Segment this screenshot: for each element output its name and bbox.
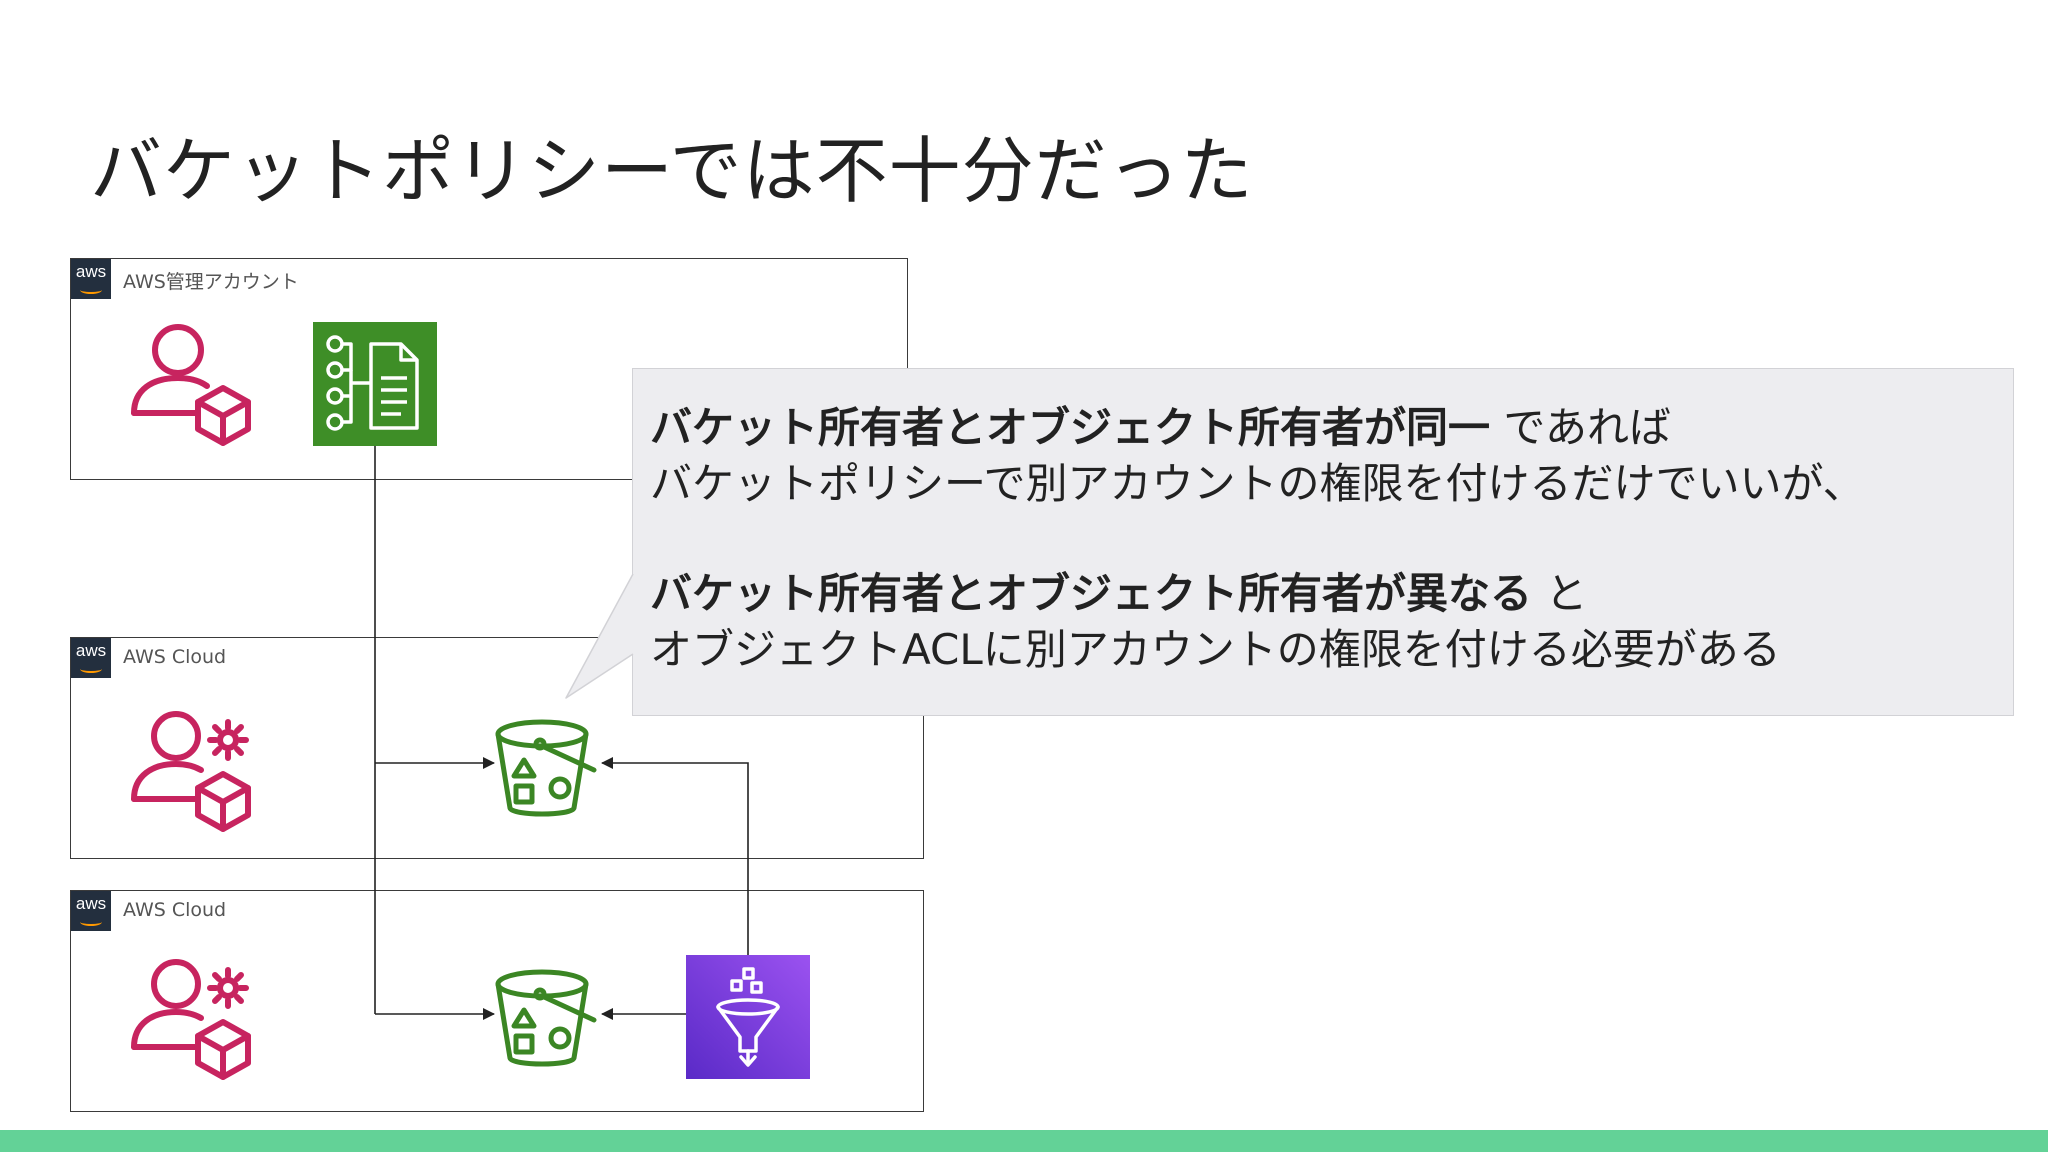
- aws-logo-icon: aws: [71, 638, 111, 678]
- callout-line: オブジェクトACLに別アカウントの権限を付ける必要がある: [650, 625, 1781, 674]
- organizations-policy-icon: [313, 322, 437, 446]
- callout-bold-same-owner: バケット所有者とオブジェクト所有者が同一: [650, 403, 1491, 452]
- callout-paragraph-different-owner: バケット所有者とオブジェクト所有者が異なる と オブジェクトACLに別アカウント…: [650, 566, 1865, 678]
- aws-logo-text: aws: [75, 894, 107, 913]
- s3-bucket-icon: [495, 969, 597, 1067]
- user-with-gear-and-cube-icon: [131, 711, 251, 832]
- callout-text: バケット所有者とオブジェクト所有者が同一 であれば バケットポリシーで別アカウン…: [650, 400, 1865, 732]
- callout-suffix: と: [1532, 569, 1588, 618]
- s3-bucket-icon: [495, 719, 597, 817]
- account-label: AWS管理アカウント: [123, 271, 299, 293]
- callout-line: バケットポリシーで別アカウントの権限を付けるだけでいいが、: [650, 459, 1865, 508]
- callout-paragraph-same-owner: バケット所有者とオブジェクト所有者が同一 であれば バケットポリシーで別アカウン…: [650, 400, 1865, 512]
- aws-logo-text: aws: [75, 641, 107, 660]
- user-with-cube-icon: [131, 324, 251, 446]
- bottom-accent-bar: [0, 1130, 2048, 1152]
- glue-funnel-icon: [686, 955, 810, 1079]
- slide-title: バケットポリシーでは不十分だった: [90, 129, 1254, 213]
- aws-logo-icon: aws: [71, 259, 111, 299]
- aws-logo-icon: aws: [71, 891, 111, 931]
- aws-logo-text: aws: [75, 262, 107, 281]
- account-label: AWS Cloud: [123, 899, 227, 921]
- user-with-gear-and-cube-icon: [131, 959, 251, 1080]
- callout-suffix: であれば: [1490, 403, 1671, 452]
- callout-box: [632, 368, 2014, 716]
- arrow-glue-to-bucket-1: [601, 757, 749, 955]
- callout-bold-different-owner: バケット所有者とオブジェクト所有者が異なる: [650, 569, 1533, 618]
- account-label: AWS Cloud: [123, 646, 227, 668]
